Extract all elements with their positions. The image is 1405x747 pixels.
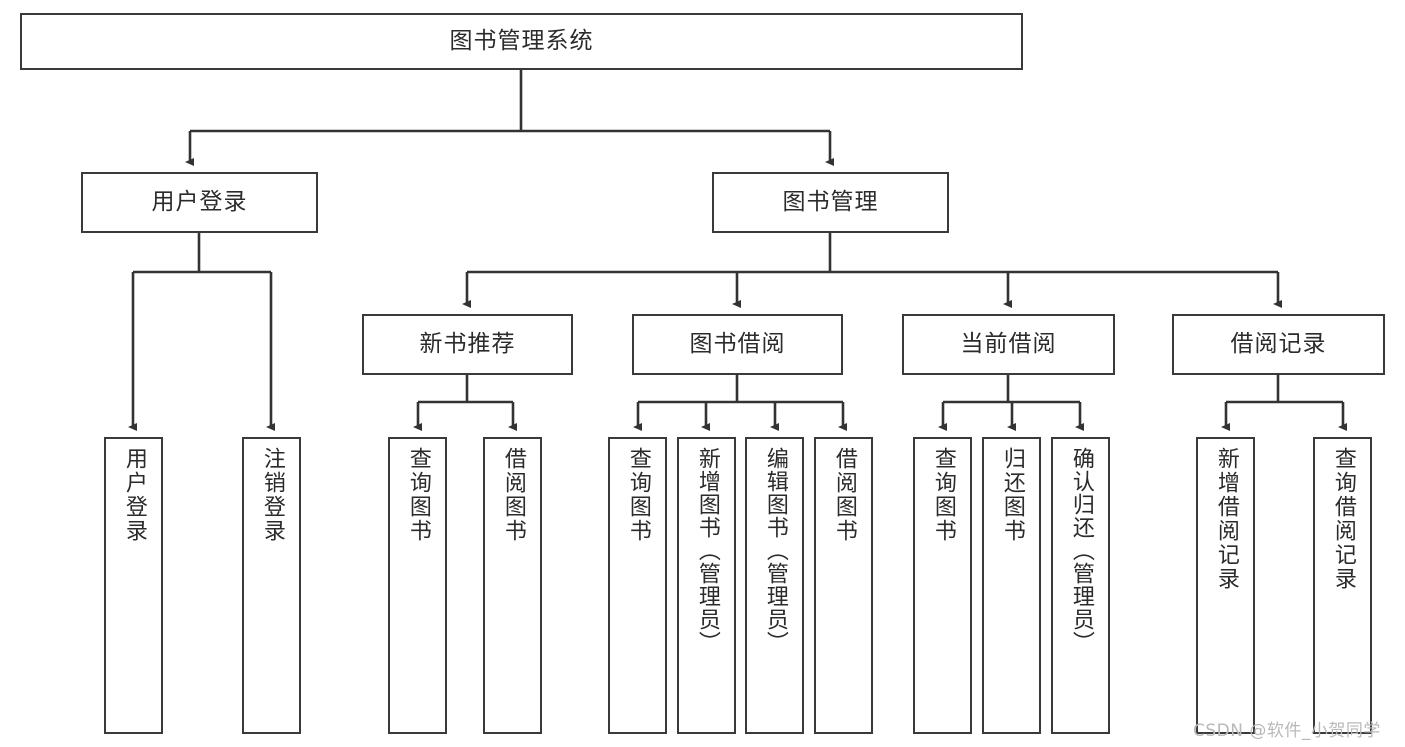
node-user-login[interactable]: 用户登录 [81, 172, 318, 233]
node-leaf-query-borrow-record[interactable]: 查询借阅记录 [1313, 437, 1372, 734]
node-label: 图书管理 [782, 188, 879, 215]
node-leaf-edit-book-admin[interactable]: 编辑图书（管理员） [745, 437, 804, 734]
node-label: 用户登录 [121, 447, 147, 543]
node-label: 编辑图书（管理员） [762, 447, 788, 654]
node-label: 用户登录 [151, 188, 248, 215]
node-root-book-management-system[interactable]: 图书管理系统 [20, 13, 1023, 70]
node-leaf-borrow-book-recommend[interactable]: 借阅图书 [483, 437, 542, 734]
node-label: 当前借阅 [960, 330, 1057, 357]
csdn-watermark: CSDN @软件_小贺同学 [1193, 721, 1381, 741]
node-label: 归还图书 [999, 447, 1025, 543]
node-leaf-return-book[interactable]: 归还图书 [982, 437, 1041, 734]
node-leaf-add-book-admin[interactable]: 新增图书（管理员） [677, 437, 736, 734]
node-label: 新增借阅记录 [1213, 447, 1239, 591]
node-label: 查询图书 [930, 447, 956, 543]
node-leaf-logout[interactable]: 注销登录 [242, 437, 301, 734]
node-leaf-query-book-current[interactable]: 查询图书 [913, 437, 972, 734]
node-label: 借阅记录 [1230, 330, 1327, 357]
node-label: 借阅图书 [831, 447, 857, 543]
node-label: 图书借阅 [689, 330, 786, 357]
node-book-management[interactable]: 图书管理 [712, 172, 949, 233]
node-label: 查询图书 [405, 447, 431, 543]
node-label: 查询借阅记录 [1330, 447, 1356, 591]
node-label: 借阅图书 [500, 447, 526, 543]
node-leaf-query-book-borrow[interactable]: 查询图书 [608, 437, 667, 734]
node-label: 新增图书（管理员） [694, 447, 720, 654]
node-label: 图书管理系统 [449, 27, 594, 54]
node-label: 查询图书 [625, 447, 651, 543]
node-leaf-user-login[interactable]: 用户登录 [104, 437, 163, 734]
node-book-borrow[interactable]: 图书借阅 [632, 314, 843, 375]
node-borrow-record[interactable]: 借阅记录 [1172, 314, 1385, 375]
node-label: 确认归还（管理员） [1068, 447, 1094, 654]
node-leaf-borrow-book[interactable]: 借阅图书 [814, 437, 873, 734]
node-leaf-add-borrow-record[interactable]: 新增借阅记录 [1196, 437, 1255, 734]
node-label: 新书推荐 [419, 330, 516, 357]
node-new-book-recommend[interactable]: 新书推荐 [362, 314, 573, 375]
node-leaf-query-book-recommend[interactable]: 查询图书 [388, 437, 447, 734]
node-leaf-confirm-return-admin[interactable]: 确认归还（管理员） [1051, 437, 1110, 734]
node-current-borrow[interactable]: 当前借阅 [902, 314, 1115, 375]
node-label: 注销登录 [259, 447, 285, 543]
